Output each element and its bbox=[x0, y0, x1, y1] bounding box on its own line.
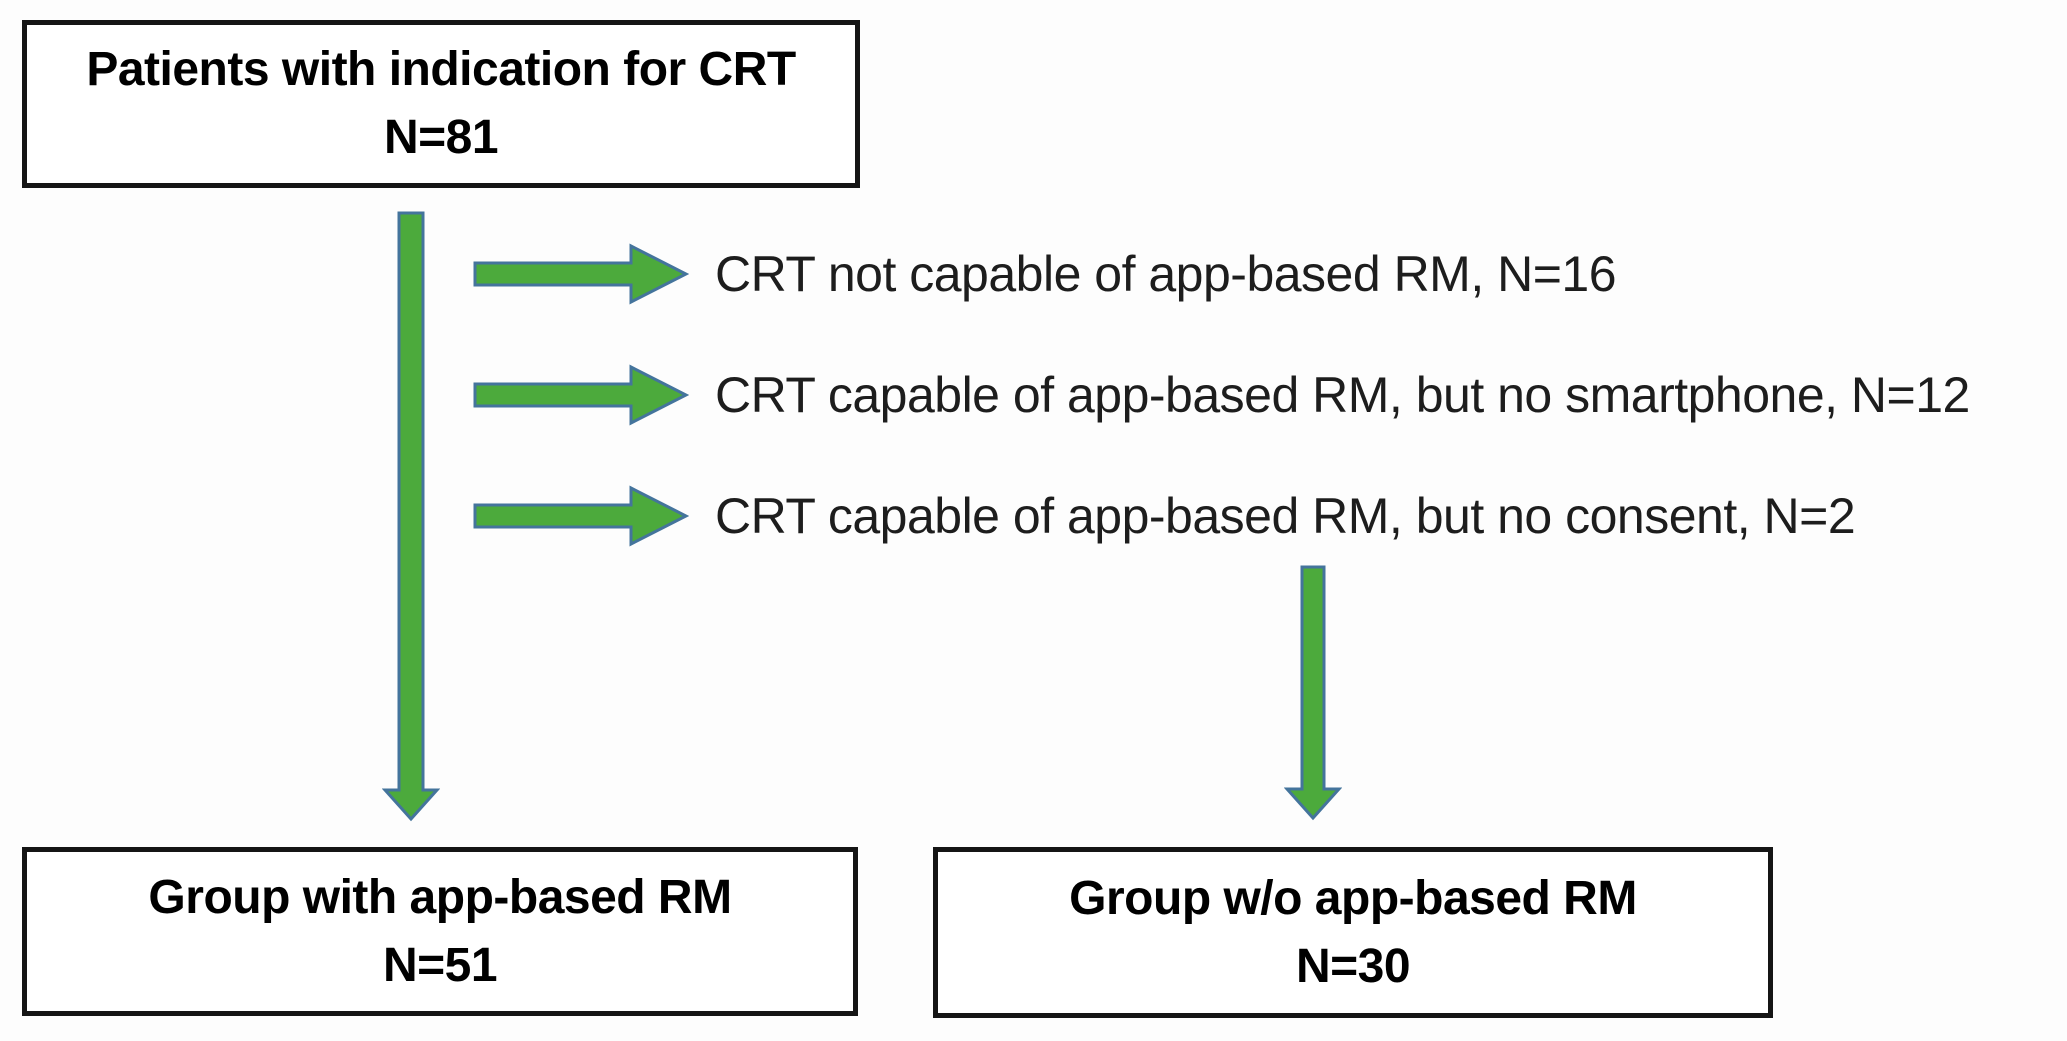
box-count: N=51 bbox=[382, 938, 498, 992]
box-count: N=30 bbox=[1295, 939, 1411, 993]
exclusion-label: CRT not capable of app-based RM, N=16 bbox=[715, 246, 1617, 302]
box-count: N=81 bbox=[383, 111, 499, 164]
down-arrow-left bbox=[382, 211, 440, 822]
exclusion-row-no-smartphone: CRT capable of app-based RM, but no smar… bbox=[473, 357, 1970, 433]
down-arrow-right bbox=[1284, 565, 1342, 821]
box-group-with-app-rm: Group with app-based RM N=51 bbox=[22, 847, 858, 1016]
box-title: Group with app-based RM bbox=[148, 870, 732, 924]
exclusion-label: CRT capable of app-based RM, but no smar… bbox=[715, 367, 1970, 423]
right-arrow bbox=[473, 364, 689, 426]
right-arrow bbox=[473, 243, 689, 305]
right-arrow bbox=[473, 485, 689, 547]
box-title: Group w/o app-based RM bbox=[1069, 871, 1637, 925]
box-patients-indication-crt: Patients with indication for CRT N=81 bbox=[22, 20, 860, 188]
box-title: Patients with indication for CRT bbox=[86, 43, 796, 96]
exclusion-row-no-consent: CRT capable of app-based RM, but no cons… bbox=[473, 478, 1856, 554]
box-group-without-app-rm: Group w/o app-based RM N=30 bbox=[933, 847, 1773, 1018]
exclusion-row-no-capability: CRT not capable of app-based RM, N=16 bbox=[473, 236, 1617, 312]
exclusion-label: CRT capable of app-based RM, but no cons… bbox=[715, 488, 1856, 544]
